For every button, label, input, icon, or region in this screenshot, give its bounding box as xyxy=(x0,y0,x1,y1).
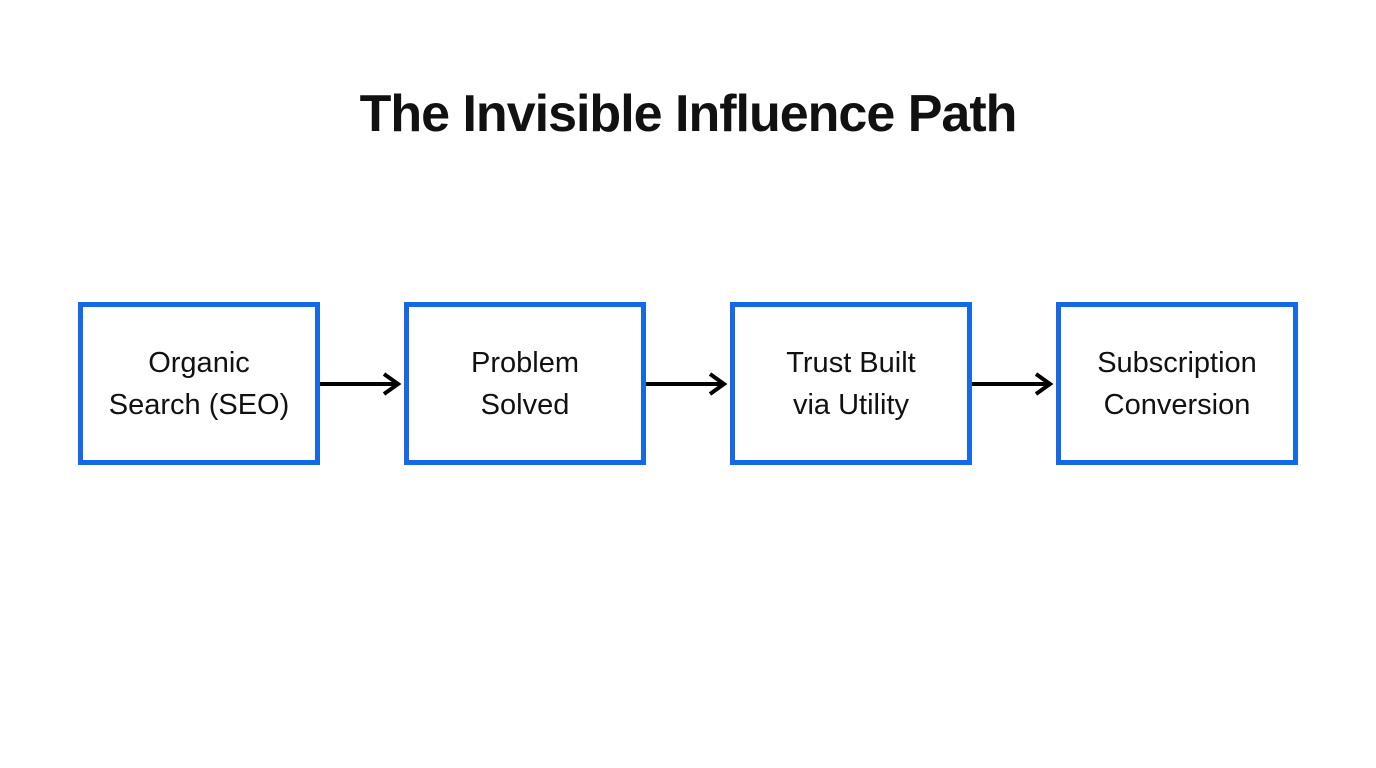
flow-node-label: Search (SEO) xyxy=(108,388,290,421)
flow-arrow-icon xyxy=(972,370,1056,398)
flowchart: Organic Search (SEO) Problem Solved Trus… xyxy=(78,302,1298,465)
flow-node-subscription-conversion: Subscription Conversion xyxy=(1056,302,1298,465)
flow-node-label: Trust Built xyxy=(786,346,916,379)
flow-node-label: Subscription xyxy=(1097,346,1257,379)
flow-node-label: Organic xyxy=(148,346,250,379)
flow-node-organic-search: Organic Search (SEO) xyxy=(78,302,320,465)
flow-node-trust-built: Trust Built via Utility xyxy=(730,302,972,465)
flow-arrow-icon xyxy=(646,370,730,398)
diagram-title: The Invisible Influence Path xyxy=(359,85,1018,143)
flow-node-label: Solved xyxy=(480,388,570,421)
flow-node-label: Problem xyxy=(471,346,579,379)
flow-arrow-icon xyxy=(320,370,404,398)
flow-node-problem-solved: Problem Solved xyxy=(404,302,646,465)
flow-node-label: via Utility xyxy=(792,388,909,421)
flow-node-label: Conversion xyxy=(1103,388,1251,421)
